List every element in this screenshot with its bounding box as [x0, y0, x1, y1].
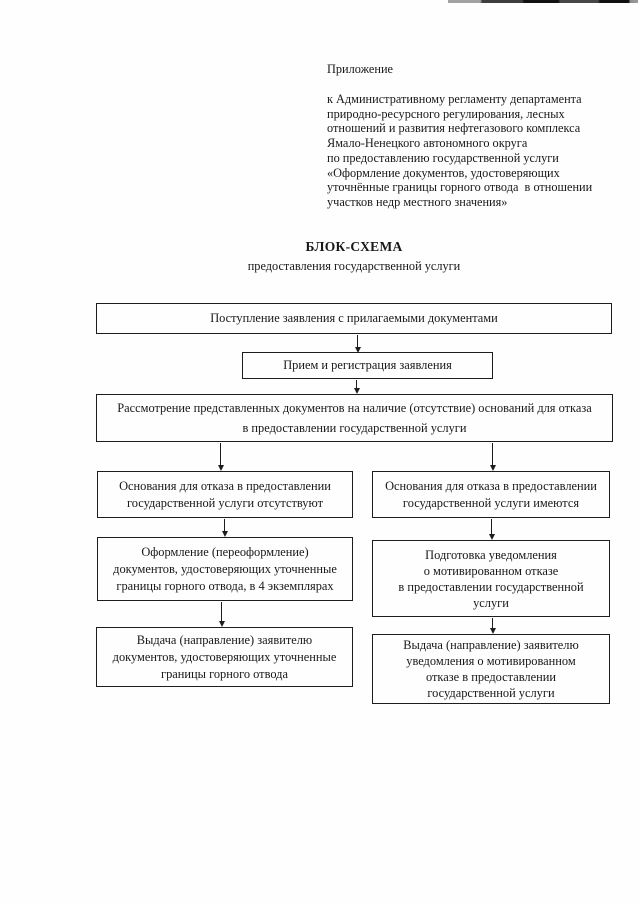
flow-node-receipt-label: Поступление заявления с прилагаемыми док… [210, 311, 498, 325]
flow-node-registration-label: Прием и регистрация заявления [283, 358, 452, 372]
flow-node-issue-notice-label: Выдача (направление) заявителю уведомлен… [403, 638, 579, 700]
flow-node-issue-docs-label: Выдача (направление) заявителю документо… [112, 632, 337, 681]
flowchart-title: БЛОК-СХЕМА предоставления государственно… [95, 239, 613, 274]
appendix-reference-text: к Административному регламенту департаме… [327, 92, 593, 209]
arrow-grounds-exist-to-refusal-notice-icon [491, 519, 493, 535]
arrow-review-to-no-grounds-icon [220, 443, 222, 466]
flow-node-refusal-notice-label: Подготовка уведомления о мотивированном … [398, 547, 584, 610]
flow-node-receipt: Поступление заявления с прилагаемыми док… [96, 303, 612, 334]
flow-node-no-grounds-label: Основания для отказа в предоставлении го… [119, 478, 331, 510]
flow-node-refusal-notice: Подготовка уведомления о мотивированном … [372, 540, 610, 617]
flow-node-grounds-exist: Основания для отказа в предоставлении го… [372, 471, 610, 518]
arrow-no-grounds-to-paperwork-icon [224, 519, 226, 532]
flow-node-review: Рассмотрение представленных документов н… [96, 394, 613, 442]
flowchart-title-main: БЛОК-СХЕМА [305, 239, 403, 254]
arrow-receipt-to-registration-icon [357, 335, 359, 348]
arrow-registration-to-review-icon [356, 380, 358, 389]
arrow-review-to-grounds-exist-icon [492, 443, 494, 466]
flowchart-title-sub: предоставления государственной услуги [247, 259, 461, 273]
flow-node-no-grounds: Основания для отказа в предоставлении го… [97, 471, 353, 518]
flow-node-paperwork-label: Оформление (переоформление) документов, … [113, 544, 337, 593]
arrow-refusal-notice-to-issue-notice-icon [492, 618, 494, 629]
flow-node-issue-docs: Выдача (направление) заявителю документо… [96, 627, 353, 687]
flow-node-paperwork: Оформление (переоформление) документов, … [97, 537, 353, 601]
appendix-label: Приложение [327, 62, 393, 76]
flow-node-issue-notice: Выдача (направление) заявителю уведомлен… [372, 634, 610, 704]
flow-node-grounds-exist-label: Основания для отказа в предоставлении го… [385, 478, 597, 510]
flow-node-review-label: Рассмотрение представленных документов н… [117, 401, 592, 435]
flow-node-registration: Прием и регистрация заявления [242, 352, 493, 379]
arrow-paperwork-to-issue-docs-icon [221, 602, 223, 622]
scan-artifact-strip [448, 0, 638, 3]
